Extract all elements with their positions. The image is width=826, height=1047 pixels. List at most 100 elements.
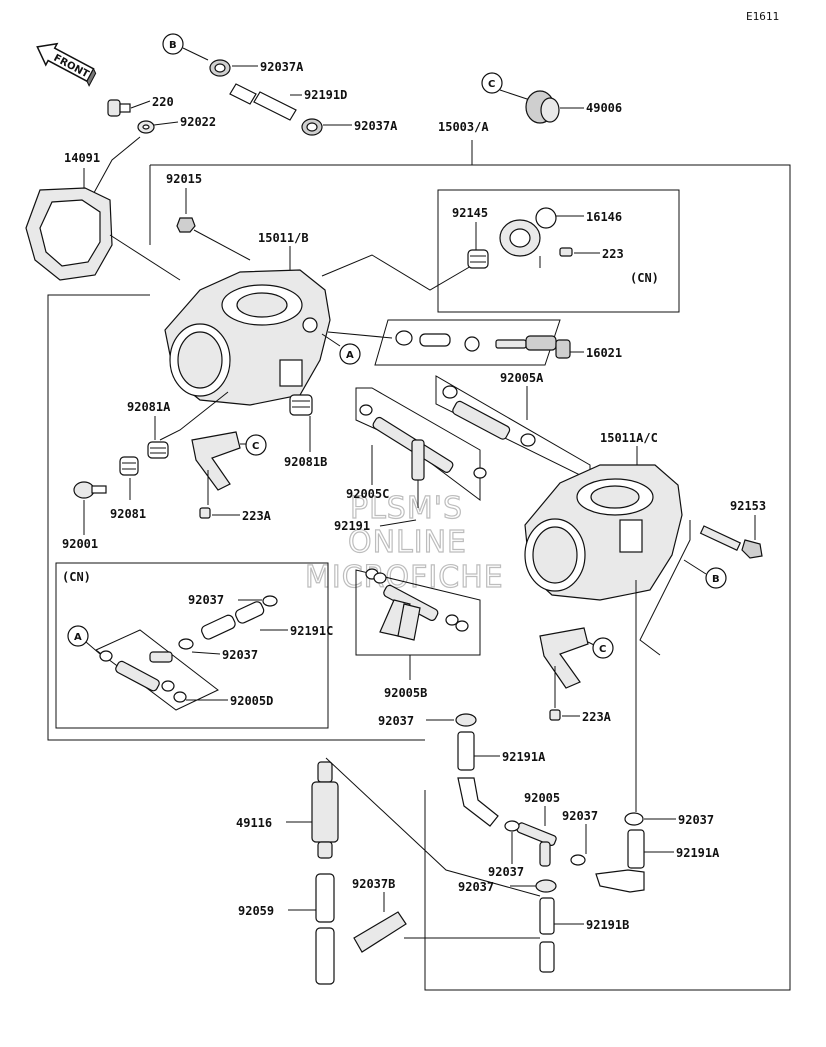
label-92037a-1: 92037A [260, 60, 304, 74]
svg-text:A: A [346, 350, 354, 361]
needle-16021 [327, 319, 584, 366]
screw-92001 [73, 481, 107, 535]
clamp-92037a-bottom [301, 118, 352, 136]
hose-92059 [288, 873, 335, 985]
hose-92191a-1 [457, 731, 500, 827]
cn-top-box [437, 189, 680, 313]
svg-text:A: A [74, 632, 82, 643]
label-16021: 16021 [586, 346, 622, 360]
hose-92191d [229, 83, 302, 121]
nut-92015 [176, 217, 251, 261]
label-223a-1: 223A [242, 509, 272, 523]
label-92081a: 92081A [127, 400, 171, 414]
label-92037-c: 92037 [562, 809, 598, 823]
circle-ref-a-mid: A [321, 333, 361, 365]
watermark-line3: MICROFICHE [305, 560, 504, 595]
label-92001: 92001 [62, 537, 98, 551]
washer-92022 [137, 120, 179, 134]
circle-ref-b-top: B [162, 33, 209, 61]
label-92037a-2: 92037A [354, 119, 398, 133]
label-92037-cn2: 92037 [222, 648, 258, 662]
cn-left-box [55, 562, 329, 729]
clip-92037-b [504, 820, 520, 864]
cap-49006 [525, 90, 584, 124]
clip-92037-cn2 [178, 638, 221, 655]
label-92037-cn1: 92037 [188, 593, 224, 607]
label-92037b: 92037B [352, 877, 395, 891]
label-14091: 14091 [64, 151, 100, 165]
label-92005c: 92005C [346, 487, 389, 501]
circle-ref-c-top: C [481, 72, 531, 101]
label-92015: 92015 [166, 172, 202, 186]
label-92022: 92022 [180, 115, 216, 129]
label-16146: 16146 [586, 210, 622, 224]
label-223a-2: 223A [582, 710, 612, 724]
fitting-92005 [516, 806, 557, 867]
diaphragm-16146 [499, 207, 584, 257]
hose-92191c [201, 601, 288, 640]
label-92145: 92145 [452, 206, 488, 220]
clip-92037-a [426, 713, 477, 727]
screw-220 [107, 99, 151, 117]
diagram-reference: E1611 [746, 10, 779, 23]
bracket-left [191, 431, 246, 491]
label-92005b: 92005B [384, 686, 427, 700]
fitting-92005b [355, 568, 481, 680]
label-92191a-2: 92191A [676, 846, 720, 860]
label-92153: 92153 [730, 499, 766, 513]
spring-92081 [119, 456, 139, 500]
bracket-right [539, 627, 595, 689]
label-92005: 92005 [524, 791, 560, 805]
watermark-line2: ONLINE [348, 525, 467, 560]
label-92037-a: 92037 [378, 714, 414, 728]
label-220: 220 [152, 95, 174, 109]
spring-92145 [467, 249, 489, 269]
svg-text:C: C [599, 644, 606, 655]
circle-ref-a-cn: A [67, 625, 101, 655]
screw-223a-right [549, 666, 580, 721]
screw-92153 [699, 525, 763, 559]
screw-223a-left [199, 470, 240, 519]
label-92059: 92059 [238, 904, 274, 918]
label-49006: 49006 [586, 101, 622, 115]
label-92037-b: 92037 [488, 865, 524, 879]
hose-92191a-2 [595, 829, 674, 893]
fitting-92005d [95, 629, 228, 711]
label-92081: 92081 [110, 507, 146, 521]
assembly-frame [47, 140, 791, 991]
circle-ref-c-right: C [592, 637, 614, 659]
svg-text:C: C [252, 441, 259, 452]
label-49116: 49116 [236, 816, 272, 830]
cover-14091 [25, 187, 181, 281]
cn-label-left: (CN) [62, 570, 91, 584]
watermark-line1: PLSM'S [350, 491, 463, 526]
label-92005a: 92005A [500, 371, 544, 385]
label-92037-d: 92037 [458, 880, 494, 894]
label-92191c: 92191C [290, 624, 333, 638]
svg-text:B: B [169, 40, 177, 51]
svg-text:C: C [488, 79, 495, 90]
clamp-92037a-top [209, 59, 258, 77]
label-15011ac: 15011A/C [600, 431, 658, 445]
clip-92037-d [510, 879, 557, 893]
fitting-92005c [355, 387, 487, 501]
label-92191a-1: 92191A [502, 750, 546, 764]
label-92037-e: 92037 [678, 813, 714, 827]
label-15003a: 15003/A [438, 120, 489, 134]
clip-92037-c [570, 824, 587, 866]
watermark: PLSM'S ONLINE MICROFICHE [304, 490, 504, 595]
svg-text:B: B [712, 574, 720, 585]
spring-92081b [289, 394, 313, 452]
circle-ref-b-right: B [683, 559, 727, 589]
label-92081b: 92081B [284, 455, 327, 469]
clip-92037b [353, 892, 540, 953]
filter-49116 [286, 761, 339, 859]
screw-223-top [539, 247, 600, 268]
carburetor-15011b [164, 269, 331, 406]
spring-92081a [147, 441, 169, 459]
carburetor-15011ac [524, 464, 683, 601]
circle-ref-c-left: C [245, 434, 267, 456]
front-arrow-icon: FRONT [36, 42, 97, 87]
